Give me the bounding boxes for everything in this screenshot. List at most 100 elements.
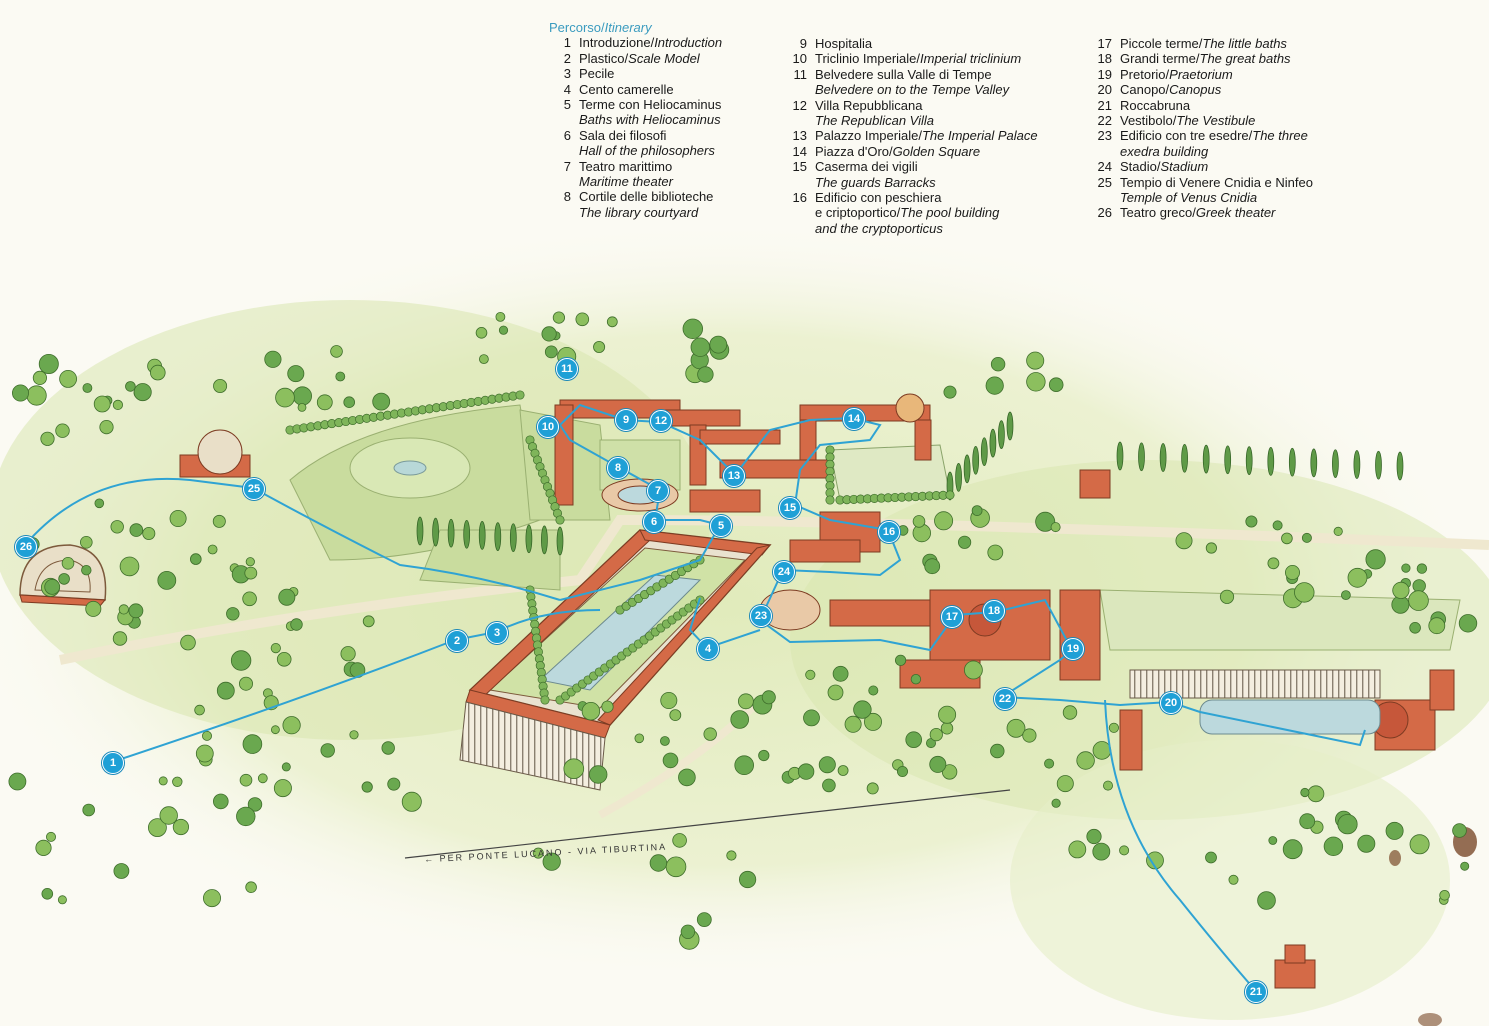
tree: [734, 755, 754, 775]
marker-2[interactable]: 2: [446, 630, 468, 652]
tree: [46, 831, 57, 842]
marker-13[interactable]: 13: [723, 465, 745, 487]
marker-9[interactable]: 9: [615, 409, 637, 431]
tree: [1044, 758, 1055, 769]
legend-entry-english: Scale Model: [628, 50, 700, 66]
legend-entry-english: The great baths: [1199, 51, 1291, 67]
cypress-tree: [1159, 443, 1167, 472]
tree: [1035, 511, 1056, 532]
marker-25[interactable]: 25: [243, 478, 265, 500]
cypress-tree: [509, 523, 517, 553]
legend-entry-italian: Roccabruna: [1120, 97, 1191, 113]
tree: [58, 573, 70, 585]
marker-12[interactable]: 12: [650, 410, 672, 432]
tree: [1205, 851, 1217, 864]
legend-entry-number: 17: [1097, 36, 1112, 51]
marker-14[interactable]: 14: [843, 408, 865, 430]
tree: [11, 384, 30, 402]
tree: [1092, 842, 1111, 861]
tree: [372, 392, 391, 411]
marker-24[interactable]: 24: [773, 561, 795, 583]
tree: [866, 782, 879, 795]
marker-15[interactable]: 15: [779, 497, 801, 519]
marker-21[interactable]: 21: [1245, 981, 1267, 1003]
tree: [172, 818, 189, 836]
tree: [1022, 728, 1037, 743]
legend-entry-number: 5: [563, 97, 571, 113]
tree: [696, 912, 712, 927]
tree: [1051, 798, 1061, 808]
tree: [964, 660, 983, 680]
marker-3[interactable]: 3: [486, 622, 508, 644]
legend-entry-number: 13: [792, 128, 807, 144]
tree: [827, 684, 844, 701]
marker-1[interactable]: 1: [102, 752, 124, 774]
canopus-pool: [1129, 669, 1381, 735]
marker-16[interactable]: 16: [878, 521, 900, 543]
tree: [1175, 532, 1193, 550]
tree: [110, 520, 124, 534]
marker-23[interactable]: 23: [750, 605, 772, 627]
cypress-tree: [1332, 449, 1339, 479]
hedge: [540, 695, 550, 705]
tree: [1228, 874, 1239, 885]
marker-7[interactable]: 7: [647, 480, 669, 502]
tree: [593, 340, 606, 353]
tree: [726, 850, 737, 861]
marker-20[interactable]: 20: [1160, 692, 1182, 714]
marker-17[interactable]: 17: [941, 606, 963, 628]
tree: [245, 557, 255, 567]
tree: [532, 847, 544, 859]
tree: [244, 566, 258, 580]
tree: [797, 763, 815, 780]
legend-entry-italian: Cento camerelle: [579, 81, 674, 97]
marker-4[interactable]: 4: [697, 638, 719, 660]
cypress-tree: [478, 521, 486, 550]
cypress-tree: [1224, 445, 1232, 475]
marker-11[interactable]: 11: [556, 358, 578, 380]
marker-26[interactable]: 26: [15, 536, 37, 558]
marker-18[interactable]: 18: [983, 600, 1005, 622]
legend-entry-english: Imperial triclinium: [920, 51, 1022, 67]
tree: [990, 357, 1006, 372]
marker-6[interactable]: 6: [643, 511, 665, 533]
tree: [112, 631, 128, 646]
tree: [41, 887, 54, 900]
marker-19[interactable]: 19: [1062, 638, 1084, 660]
tree: [478, 354, 489, 365]
marker-10[interactable]: 10: [537, 416, 559, 438]
tree: [985, 376, 1004, 395]
tree: [1357, 834, 1376, 853]
tree: [1412, 579, 1426, 593]
legend-entry-number: 9: [799, 36, 807, 51]
tree: [38, 353, 59, 374]
cypress-tree: [1138, 442, 1145, 472]
tree: [1392, 581, 1410, 600]
tree: [894, 654, 907, 666]
tree: [202, 889, 221, 908]
tree: [1300, 787, 1310, 798]
tree: [287, 365, 305, 383]
marker-22[interactable]: 22: [994, 688, 1016, 710]
tree: [606, 316, 618, 328]
cypress-tree: [1202, 444, 1210, 474]
cypress-tree: [980, 437, 988, 467]
tree: [158, 776, 168, 786]
marker-5[interactable]: 5: [710, 515, 732, 537]
cypress-tree: [1267, 447, 1275, 476]
tree: [1428, 617, 1446, 635]
tree: [758, 749, 770, 762]
marker-8[interactable]: 8: [607, 457, 629, 479]
tree: [349, 730, 359, 740]
tree: [1048, 377, 1064, 393]
tree: [32, 370, 48, 385]
